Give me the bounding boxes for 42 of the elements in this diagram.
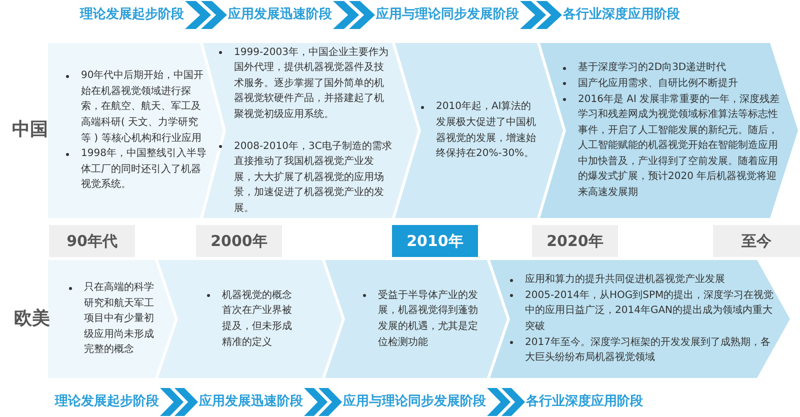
year-box: 2020年 bbox=[532, 225, 618, 257]
bullet-text: 应用和算力的提升共同促进机器视觉产业发展 bbox=[508, 272, 775, 288]
double-chevron-arrow bbox=[333, 1, 375, 29]
bullet-text: 2010年起，AI算法的发展极大促进了中国机器视觉的发展，增速始终保持在20%-30%。 bbox=[419, 99, 540, 162]
region-label: 欧美 bbox=[14, 308, 50, 330]
bullet-text: 2016年是 AI 发展非常重要的一年，深度残差学习和残差网成为视觉领域标准算法等标志性事件，开启了人工智能发展的新纪元。随后，人工智能赋能的机器视觉开始在智能制造应用中加快普及，产业得到了空前发展。随着应用的爆发式扩展，预计2020 年后机器视觉将迎来高速发展期 bbox=[561, 92, 784, 201]
double-chevron-arrow bbox=[304, 388, 342, 416]
stage-title: 应用与理论同步发展阶段 bbox=[343, 394, 486, 410]
bullet-text: 2005-2014年，从HOG到SPM的提出，深度学习在视觉中的应用日益广泛，2014年GAN的提出成为领域内重大突破 bbox=[508, 288, 775, 335]
chevron-panel bbox=[155, 260, 342, 378]
year-box: 2000年 bbox=[196, 225, 282, 257]
region-label: 中国 bbox=[12, 119, 48, 141]
bullet-text: 国产化应用需求、自研比例不断提升 bbox=[561, 76, 784, 92]
stage-title: 应用与理论同步发展阶段 bbox=[376, 7, 519, 23]
chevron-panel bbox=[48, 43, 223, 218]
double-chevron-arrow bbox=[487, 388, 525, 416]
bullet-text: 1998年，中国整线引入半导体工厂的同时还引入了机器视觉系统。 bbox=[64, 146, 207, 193]
chevron-panel bbox=[487, 260, 790, 378]
chevron-panel bbox=[48, 260, 175, 378]
chevron-panel bbox=[537, 43, 798, 218]
double-chevron-arrow bbox=[160, 388, 198, 416]
stage-title: 各行业深度应用阶段 bbox=[526, 394, 643, 410]
chevron-panel bbox=[392, 43, 563, 218]
stage-title: 理论发展起步阶段 bbox=[80, 7, 184, 23]
stage-title: 应用发展迅速阶段 bbox=[199, 394, 303, 410]
bullet-text: 机器视觉的概念首次在产业界被提及，但未形成精准的定义 bbox=[205, 288, 299, 350]
stage-title: 理论发展起步阶段 bbox=[55, 394, 159, 410]
year-box: 2010年 bbox=[392, 225, 478, 257]
double-chevron-arrow bbox=[185, 1, 227, 29]
bullet-text: 基于深度学习的2D向3D递进时代 bbox=[561, 60, 784, 76]
bullet-text: 2008-2010年，3C电子制造的需求直接推动了我国机器视觉产业发展，大大扩展了机器视觉的应用场景，加速促进了机器视觉产业的发展。 bbox=[217, 138, 392, 216]
chevron-panel bbox=[322, 260, 507, 378]
bullet-text: 只在高端的科学研究和航天军工项目中有少量初级应用尚未形成完整的概念 bbox=[67, 280, 158, 358]
year-box: 至今 bbox=[713, 225, 800, 257]
stage-title: 应用发展迅速阶段 bbox=[228, 7, 332, 23]
bullet-text: 1999-2003年，中国企业主要作为国外代理，提供机器视觉器件及技术服务。逐步掌握了国外简单的机器视觉软硬件产品，并搭建起了机聚视觉初级应用系统。 bbox=[217, 44, 392, 122]
year-box: 90年代 bbox=[49, 225, 135, 257]
double-chevron-arrow bbox=[520, 1, 562, 29]
bullet-text: 受益于半导体产业的发展，机器视觉得到蓬勃发展的机遇，尤其是定位检测功能 bbox=[361, 288, 478, 350]
stage-title: 各行业深度应用阶段 bbox=[563, 7, 680, 23]
bullet-text: 90年代中后期开始，中国开始在机器视觉领域进行探索，在航空、航天、军工及高端科研( 天文、力学研究等 ) 等核心机构和行业应用 bbox=[64, 68, 207, 146]
bullet-text: 2017年至今。深度学习框架的开发发展到了成熟期，各大巨头纷纷布局机器视觉领域 bbox=[508, 334, 775, 366]
